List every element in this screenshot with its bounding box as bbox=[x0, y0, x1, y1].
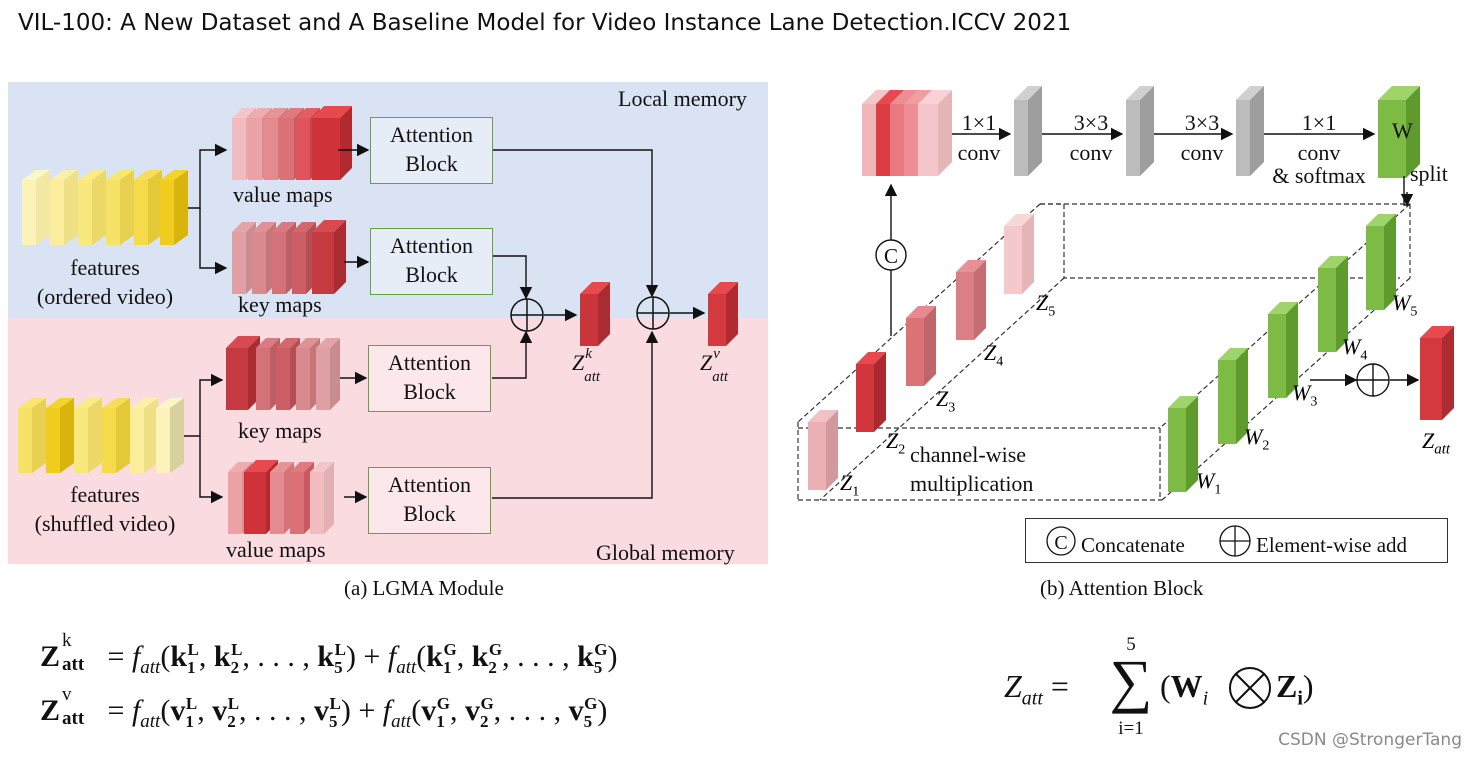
conv2-label: conv bbox=[1069, 140, 1113, 165]
caption-b: (b) Attention Block bbox=[1040, 576, 1204, 600]
conv4-softmax-label: & softmax bbox=[1272, 163, 1366, 188]
z-att-v-slab bbox=[708, 282, 738, 346]
sum-lower-limit: i=1 bbox=[1118, 718, 1144, 739]
z3-label: Z3 bbox=[936, 386, 956, 416]
w4-slab bbox=[1318, 256, 1348, 352]
value-maps-top-label: value maps bbox=[233, 182, 333, 207]
split-label: split bbox=[1410, 161, 1448, 186]
features-ordered-label-1: features bbox=[70, 255, 140, 280]
value-maps-bottom-stack bbox=[228, 460, 334, 534]
legend-add-label: Element-wise add bbox=[1256, 533, 1408, 557]
conv3-kernel: 3×3 bbox=[1184, 110, 1220, 135]
z4-slab bbox=[956, 260, 986, 340]
concatenate-icon: C bbox=[875, 239, 907, 271]
w3-label: W3 bbox=[1292, 380, 1318, 410]
sum-symbol: ∑ bbox=[1109, 648, 1153, 714]
z3-slab bbox=[906, 306, 936, 386]
equation-z-att-sum-term-z: Zi) bbox=[1276, 668, 1314, 710]
element-wise-add-icon bbox=[1356, 363, 1390, 397]
sum-upper-limit: 5 bbox=[1126, 634, 1136, 655]
equation-z-att-sum-term-w: (Wi bbox=[1160, 668, 1209, 710]
z1-label: Z1 bbox=[840, 470, 860, 500]
legend-concatenate-label: Concatenate bbox=[1081, 533, 1185, 557]
element-wise-add-icon bbox=[510, 298, 544, 332]
features-ordered-stack bbox=[22, 170, 188, 245]
z1-slab bbox=[808, 410, 838, 490]
z-att-output-label: Zatt bbox=[1422, 428, 1451, 458]
conv-slab-1 bbox=[1014, 86, 1042, 176]
w3-slab bbox=[1268, 302, 1298, 398]
w-label: W bbox=[1392, 118, 1413, 143]
features-shuffled-label-2: (shuffled video) bbox=[34, 511, 176, 536]
z2-label: Z2 bbox=[886, 428, 906, 458]
w5-label: W5 bbox=[1392, 290, 1418, 320]
key-maps-bottom-label: key maps bbox=[238, 418, 322, 443]
w-slab bbox=[1378, 86, 1420, 178]
w1-slab bbox=[1168, 396, 1198, 492]
channel-wise-label-2: multiplication bbox=[910, 471, 1034, 496]
key-maps-top-stack bbox=[232, 220, 346, 294]
concat-input-stack bbox=[862, 90, 952, 176]
caption-a: (a) LGMA Module bbox=[344, 576, 504, 600]
global-memory-label: Global memory bbox=[596, 540, 735, 565]
legend-element-wise-add-icon bbox=[1219, 525, 1251, 557]
page-title: VIL-100: A New Dataset and A Baseline Mo… bbox=[18, 10, 1072, 36]
conv1-label: conv bbox=[957, 140, 1001, 165]
otimes-icon bbox=[1229, 667, 1271, 709]
channel-wise-label-1: channel-wise bbox=[910, 442, 1027, 467]
z2-slab bbox=[856, 352, 886, 432]
features-shuffled-stack bbox=[18, 398, 184, 473]
element-wise-add-icon bbox=[636, 296, 670, 330]
w1-label: W1 bbox=[1196, 468, 1222, 498]
z-att-output-slab bbox=[1420, 326, 1454, 420]
legend bbox=[1025, 518, 1448, 563]
conv3-label: conv bbox=[1180, 140, 1224, 165]
conv4-kernel: 1×1 bbox=[1301, 110, 1337, 135]
z4-label: Z4 bbox=[984, 340, 1004, 370]
value-maps-bottom-label: value maps bbox=[226, 537, 326, 562]
z5-label: Z5 bbox=[1036, 290, 1056, 320]
conv-slab-3 bbox=[1236, 86, 1264, 176]
equation-z-att-sum-lhs: Zatt = bbox=[1004, 668, 1069, 710]
value-maps-top-stack bbox=[232, 106, 352, 180]
conv1-kernel: 1×1 bbox=[961, 110, 997, 135]
conv-slab-2 bbox=[1126, 86, 1154, 176]
w5-slab bbox=[1366, 214, 1396, 310]
key-maps-top-label: key maps bbox=[238, 292, 322, 317]
w2-label: W2 bbox=[1244, 424, 1270, 454]
features-ordered-label-2: (ordered video) bbox=[36, 284, 174, 309]
conv2-kernel: 3×3 bbox=[1073, 110, 1109, 135]
w2-slab bbox=[1218, 348, 1248, 444]
watermark: CSDN @StrongerTang bbox=[1278, 730, 1462, 750]
local-memory-label: Local memory bbox=[618, 86, 747, 111]
key-maps-bottom-stack bbox=[226, 336, 340, 410]
features-shuffled-label-1: features bbox=[70, 482, 140, 507]
z5-slab bbox=[1004, 214, 1034, 294]
w4-label: W4 bbox=[1342, 334, 1368, 364]
svg-text:C: C bbox=[1054, 532, 1067, 554]
svg-text:C: C bbox=[884, 244, 898, 268]
legend-concatenate-icon: C bbox=[1046, 526, 1076, 556]
conv4-label: conv bbox=[1297, 140, 1341, 165]
z-att-k-slab bbox=[580, 282, 610, 346]
